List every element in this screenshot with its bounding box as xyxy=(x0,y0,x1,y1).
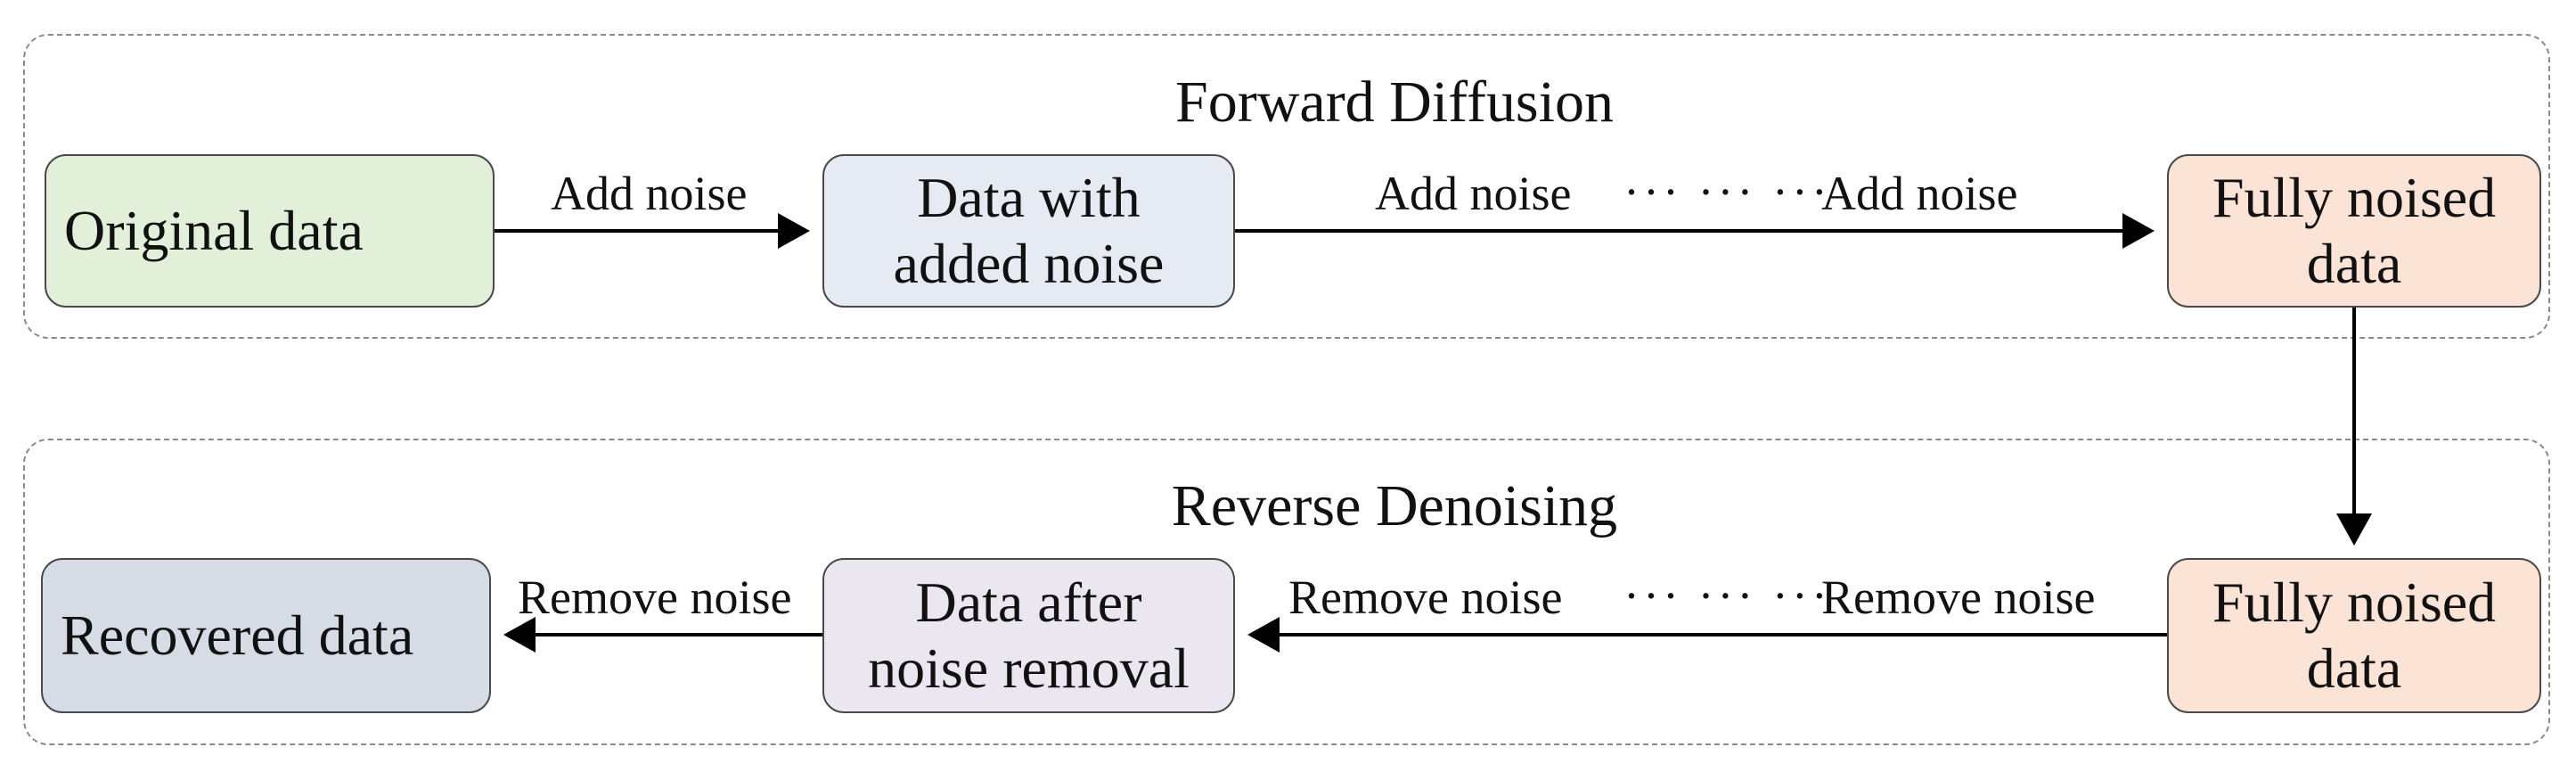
data-after-noise-removal-node: Data after noise removal xyxy=(822,558,1235,713)
reverse-denoising-title: Reverse Denoising xyxy=(1171,473,1618,538)
fully-noised-data-reverse-node: Fully noised data xyxy=(2167,558,2541,713)
remove-noise-label-1: Remove noise xyxy=(518,571,792,624)
data-with-added-noise-label: Data with added noise xyxy=(893,166,1165,295)
reverse-denoising-panel xyxy=(23,439,2550,745)
fully-noised-data-reverse-label: Fully noised data xyxy=(2212,571,2497,700)
add-noise-label-3: Add noise xyxy=(1821,167,2018,220)
recovered-data-node: Recovered data xyxy=(41,558,491,713)
fully-noised-data-forward-label: Fully noised data xyxy=(2212,166,2497,295)
add-noise-label-1: Add noise xyxy=(551,167,748,220)
add-noise-label-2: Add noise xyxy=(1375,167,1572,220)
fully-noised-data-forward-node: Fully noised data xyxy=(2167,154,2541,308)
data-with-added-noise-node: Data with added noise xyxy=(822,154,1235,308)
original-data-label: Original data xyxy=(64,199,364,263)
original-data-node: Original data xyxy=(45,154,495,308)
remove-noise-label-2: Remove noise xyxy=(1288,571,1563,624)
forward-diffusion-title: Forward Diffusion xyxy=(1175,70,1614,135)
forward-ellipsis: ··· ··· ··· xyxy=(1623,165,1831,218)
recovered-data-label: Recovered data xyxy=(61,604,414,668)
forward-diffusion-panel xyxy=(23,34,2550,339)
data-after-noise-removal-label: Data after noise removal xyxy=(868,571,1190,700)
remove-noise-label-3: Remove noise xyxy=(1821,571,2096,624)
reverse-ellipsis: ··· ··· ··· xyxy=(1623,569,1831,622)
